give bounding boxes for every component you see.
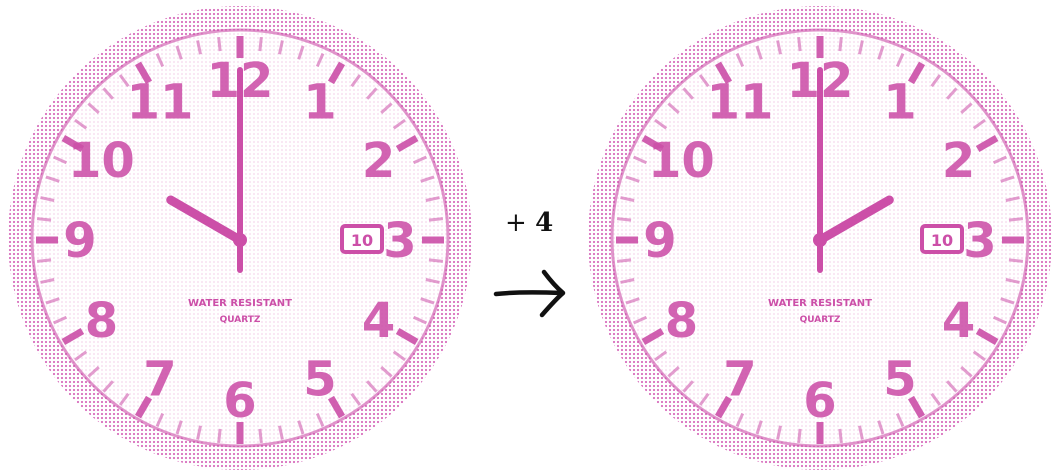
operation-sign: + (505, 208, 527, 238)
minute-tick (219, 429, 220, 443)
numeral-7: 7 (723, 352, 756, 408)
numeral-4: 4 (942, 293, 975, 349)
minute-tick (840, 429, 841, 443)
minute-tick (840, 37, 841, 51)
minute-tick (37, 260, 51, 261)
brand-line-2: QUARTZ (220, 315, 261, 325)
numeral-2: 2 (362, 133, 395, 189)
operation-label: + 4 (505, 208, 553, 238)
numeral-1: 1 (303, 74, 336, 130)
minute-tick (1009, 260, 1023, 261)
minute-tick (429, 219, 443, 220)
minute-tick (429, 260, 443, 261)
right-arrow-icon (492, 268, 572, 318)
brand-line-2: QUARTZ (800, 315, 841, 325)
brand-line-1: WATER RESISTANT (768, 298, 872, 309)
numeral-9: 9 (63, 213, 96, 269)
minute-tick (617, 219, 631, 220)
numeral-7: 7 (143, 352, 176, 408)
date-window-value: 10 (351, 231, 373, 250)
numeral-10: 10 (648, 133, 715, 189)
numeral-10: 10 (68, 133, 135, 189)
minute-tick (37, 219, 51, 220)
numeral-11: 11 (707, 74, 774, 130)
minute-tick (799, 37, 800, 51)
minute-tick (260, 429, 261, 443)
numeral-2: 2 (942, 133, 975, 189)
minute-tick (260, 37, 261, 51)
numeral-8: 8 (85, 293, 118, 349)
numeral-3: 3 (383, 213, 416, 269)
clock-face-before: 12 1 2 3 4 5 6 7 8 9 10 11 10 WATER RESI… (0, 0, 480, 472)
date-window-value: 10 (931, 231, 953, 250)
numeral-5: 5 (883, 352, 916, 408)
numeral-1: 1 (883, 74, 916, 130)
numeral-8: 8 (665, 293, 698, 349)
operation-value: 4 (535, 208, 553, 238)
minute-tick (219, 37, 220, 51)
numeral-4: 4 (362, 293, 395, 349)
clock-face-after: 12 1 2 3 4 5 6 7 8 9 10 11 10 WATER RESI… (580, 0, 1058, 472)
numeral-6: 6 (223, 373, 256, 429)
brand-line-1: WATER RESISTANT (188, 298, 292, 309)
minute-tick (799, 429, 800, 443)
numeral-5: 5 (303, 352, 336, 408)
clock-after: 12 1 2 3 4 5 6 7 8 9 10 11 10 WATER RESI… (580, 0, 1058, 472)
numeral-3: 3 (963, 213, 996, 269)
hand-pivot (813, 233, 827, 247)
clock-before: 12 1 2 3 4 5 6 7 8 9 10 11 10 WATER RESI… (0, 0, 480, 472)
numeral-6: 6 (803, 373, 836, 429)
numeral-9: 9 (643, 213, 676, 269)
hand-pivot (233, 233, 247, 247)
minute-tick (1009, 219, 1023, 220)
minute-tick (617, 260, 631, 261)
numeral-11: 11 (127, 74, 194, 130)
